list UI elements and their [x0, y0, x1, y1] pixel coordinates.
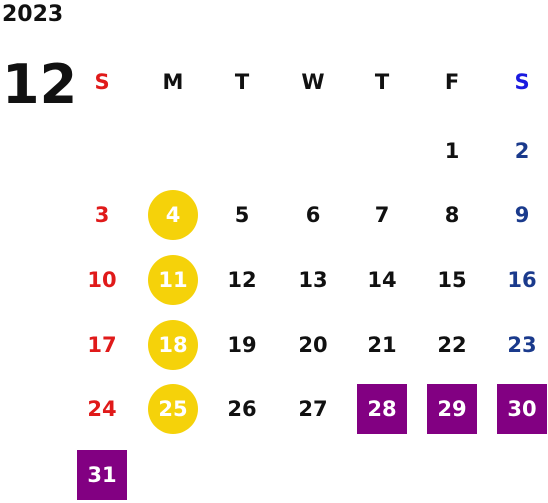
year-label: 2023 — [2, 2, 64, 27]
day-cell[interactable]: 26 — [227, 397, 257, 421]
day-cell-highlighted[interactable]: 18 — [148, 320, 198, 370]
day-cell[interactable]: 20 — [298, 333, 328, 357]
weekday-sunday: S — [94, 70, 110, 94]
day-cell[interactable]: 14 — [367, 268, 397, 292]
day-cell[interactable]: 12 — [227, 268, 257, 292]
day-cell[interactable]: 7 — [374, 203, 390, 227]
day-cell[interactable]: 13 — [298, 268, 328, 292]
day-cell-holiday[interactable]: 30 — [497, 384, 547, 434]
day-cell-holiday[interactable]: 28 — [357, 384, 407, 434]
weekday-monday: M — [162, 70, 184, 94]
day-cell[interactable]: 9 — [514, 203, 530, 227]
day-cell[interactable]: 16 — [507, 268, 537, 292]
day-cell-holiday[interactable]: 31 — [77, 450, 127, 500]
day-cell[interactable]: 27 — [298, 397, 328, 421]
day-cell[interactable]: 3 — [94, 203, 110, 227]
day-cell[interactable]: 22 — [437, 333, 467, 357]
day-cell[interactable]: 24 — [87, 397, 117, 421]
weekday-tuesday: T — [234, 70, 250, 94]
weekday-wednesday: W — [301, 70, 325, 94]
month-number: 12 — [2, 53, 78, 116]
day-cell[interactable]: 15 — [437, 268, 467, 292]
day-cell[interactable]: 5 — [234, 203, 250, 227]
day-cell[interactable]: 19 — [227, 333, 257, 357]
weekday-saturday: S — [514, 70, 530, 94]
day-cell[interactable]: 1 — [444, 139, 460, 163]
day-cell[interactable]: 2 — [514, 139, 530, 163]
day-cell[interactable]: 8 — [444, 203, 460, 227]
day-cell[interactable]: 6 — [305, 203, 321, 227]
day-cell-holiday[interactable]: 29 — [427, 384, 477, 434]
day-cell[interactable]: 21 — [367, 333, 397, 357]
weekday-thursday: T — [374, 70, 390, 94]
day-cell[interactable]: 10 — [87, 268, 117, 292]
day-cell-highlighted[interactable]: 25 — [148, 384, 198, 434]
day-cell-highlighted[interactable]: 4 — [148, 190, 198, 240]
weekday-friday: F — [444, 70, 460, 94]
day-cell-highlighted[interactable]: 11 — [148, 255, 198, 305]
day-cell[interactable]: 23 — [507, 333, 537, 357]
day-cell[interactable]: 17 — [87, 333, 117, 357]
